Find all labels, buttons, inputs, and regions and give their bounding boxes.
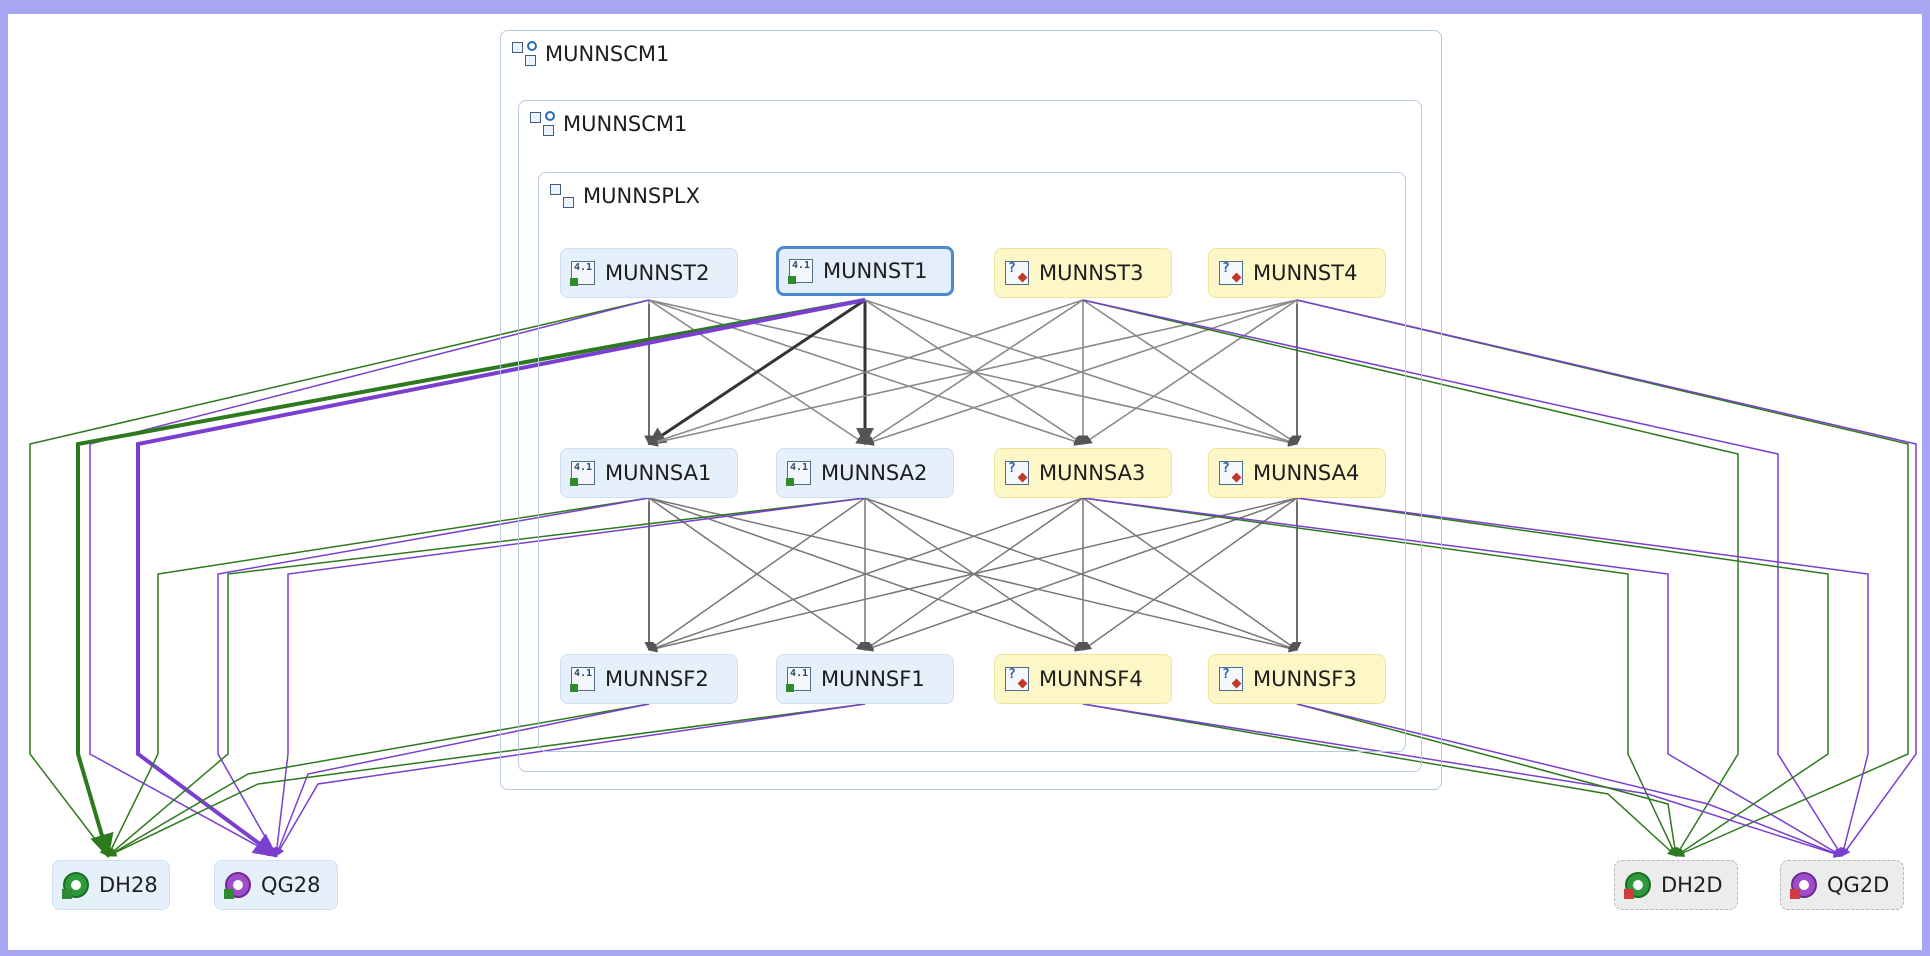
edge-to-qg2d	[1082, 299, 1843, 857]
node-label: MUNNSF2	[605, 667, 709, 691]
cics-region-unknown-icon: ?	[1219, 261, 1243, 285]
edge-to-qg28	[136, 298, 866, 858]
cmas-header-inner: MUNNSCM1	[529, 111, 687, 137]
node-label: MUNNSA3	[1039, 461, 1146, 485]
node-munnsf3[interactable]: ? MUNNSF3	[1208, 654, 1386, 704]
edge-to-qg2d	[1082, 703, 1843, 858]
cmas-label-inner: MUNNSCM1	[563, 112, 688, 136]
edge-layer	[29, 298, 1917, 859]
db2-green-icon	[62, 872, 89, 899]
node-label: QG28	[261, 873, 321, 897]
edge-to-qg28	[89, 299, 650, 857]
cmas-label-outer: MUNNSCM1	[545, 42, 670, 66]
edge-region	[647, 298, 866, 446]
edge-to-qg28	[275, 703, 866, 857]
edge-to-qg2d	[1296, 497, 1869, 857]
cics-region-unknown-icon: ?	[1005, 461, 1029, 485]
edge-to-dh28	[29, 299, 650, 857]
node-munnst3[interactable]: ? MUNNST3	[994, 248, 1172, 298]
mq-purple-icon	[224, 872, 251, 899]
cics-region-icon: 4.1	[570, 667, 595, 692]
sysplex-icon	[549, 183, 575, 209]
node-munnsa1[interactable]: 4.1 MUNNSA1	[560, 448, 738, 498]
node-label: QG2D	[1827, 873, 1890, 897]
node-qg28[interactable]: QG28	[214, 860, 338, 910]
node-qg2d[interactable]: QG2D	[1780, 860, 1904, 910]
node-munnsf1[interactable]: 4.1 MUNNSF1	[776, 654, 954, 704]
node-label: DH28	[99, 873, 158, 897]
mq-purple-icon	[1790, 872, 1817, 899]
cics-region-unknown-icon: ?	[1219, 667, 1243, 691]
cics-region-icon: 4.1	[570, 261, 595, 286]
node-munnsf2[interactable]: 4.1 MUNNSF2	[560, 654, 738, 704]
edge-to-dh2d	[1082, 703, 1677, 857]
node-label: MUNNSA1	[605, 461, 712, 485]
cics-region-unknown-icon: ?	[1005, 261, 1029, 285]
node-label: MUNNST4	[1253, 261, 1358, 285]
edge-to-dh28	[76, 298, 866, 859]
cics-region-icon: 4.1	[570, 461, 595, 486]
node-label: MUNNST2	[605, 261, 710, 285]
node-label: MUNNST3	[1039, 261, 1144, 285]
edge-to-qg28	[272, 497, 866, 857]
cics-region-icon: 4.1	[788, 259, 813, 284]
node-label: MUNNSF3	[1253, 667, 1357, 691]
edge-to-qg2d	[1296, 299, 1917, 857]
edge-to-qg28	[217, 497, 650, 857]
cics-region-unknown-icon: ?	[1219, 461, 1243, 485]
cmas-icon	[511, 41, 537, 67]
cmas-header-outer: MUNNSCM1	[511, 41, 669, 67]
node-munnsa2[interactable]: 4.1 MUNNSA2	[776, 448, 954, 498]
edge-to-dh2d	[1296, 703, 1680, 857]
sysplex-container[interactable]: MUNNSPLX	[538, 172, 1406, 752]
node-munnst1[interactable]: 4.1 MUNNST1	[776, 246, 954, 296]
edge-to-qg2d	[1296, 703, 1843, 858]
edge-region	[864, 497, 1298, 652]
edge-to-dh2d	[1296, 299, 1909, 857]
cics-region-unknown-icon: ?	[1005, 667, 1029, 691]
node-munnsf4[interactable]: ? MUNNSF4	[994, 654, 1172, 704]
edge-to-dh28	[107, 703, 866, 857]
edge-to-dh2d	[1082, 497, 1677, 857]
cmas-container-outer[interactable]: MUNNSCM1	[500, 30, 1442, 790]
cics-plex-icon	[529, 111, 555, 137]
node-munnst4[interactable]: ? MUNNST4	[1208, 248, 1386, 298]
node-dh28[interactable]: DH28	[52, 860, 170, 910]
node-munnsa3[interactable]: ? MUNNSA3	[994, 448, 1172, 498]
edge-to-dh28	[107, 703, 650, 857]
node-label: MUNNST1	[823, 259, 928, 283]
edge-to-dh28	[107, 497, 650, 857]
edge-to-dh2d	[1296, 497, 1829, 857]
edge-region	[648, 497, 866, 651]
topology-canvas: MUNNSCM1 MUNNSCM1 MUNNSPLX 4.1 MUNNST2 4…	[8, 14, 1922, 950]
edge-region	[648, 497, 1298, 653]
cics-region-icon: 4.1	[786, 667, 811, 692]
edge-region	[1082, 299, 1298, 445]
cics-region-icon: 4.1	[786, 461, 811, 486]
edge-region	[864, 299, 1298, 446]
edge-to-qg2d	[1082, 497, 1843, 857]
edge-to-dh2d	[1082, 299, 1739, 857]
node-label: MUNNSA2	[821, 461, 928, 485]
node-munnst2[interactable]: 4.1 MUNNST2	[560, 248, 738, 298]
node-munnsa4[interactable]: ? MUNNSA4	[1208, 448, 1386, 498]
edge-region	[648, 497, 1084, 652]
node-dh2d[interactable]: DH2D	[1614, 860, 1738, 910]
node-label: MUNNSA4	[1253, 461, 1360, 485]
node-label: MUNNSF1	[821, 667, 925, 691]
sysplex-header: MUNNSPLX	[549, 183, 700, 209]
node-label: MUNNSF4	[1039, 667, 1143, 691]
edge-to-dh28	[107, 497, 866, 857]
edge-to-qg28	[274, 703, 650, 857]
db2-green-icon	[1624, 872, 1651, 899]
node-label: DH2D	[1661, 873, 1723, 897]
edge-region	[648, 299, 1084, 446]
cmas-container-inner[interactable]: MUNNSCM1	[518, 100, 1422, 772]
sysplex-label: MUNNSPLX	[583, 184, 700, 208]
